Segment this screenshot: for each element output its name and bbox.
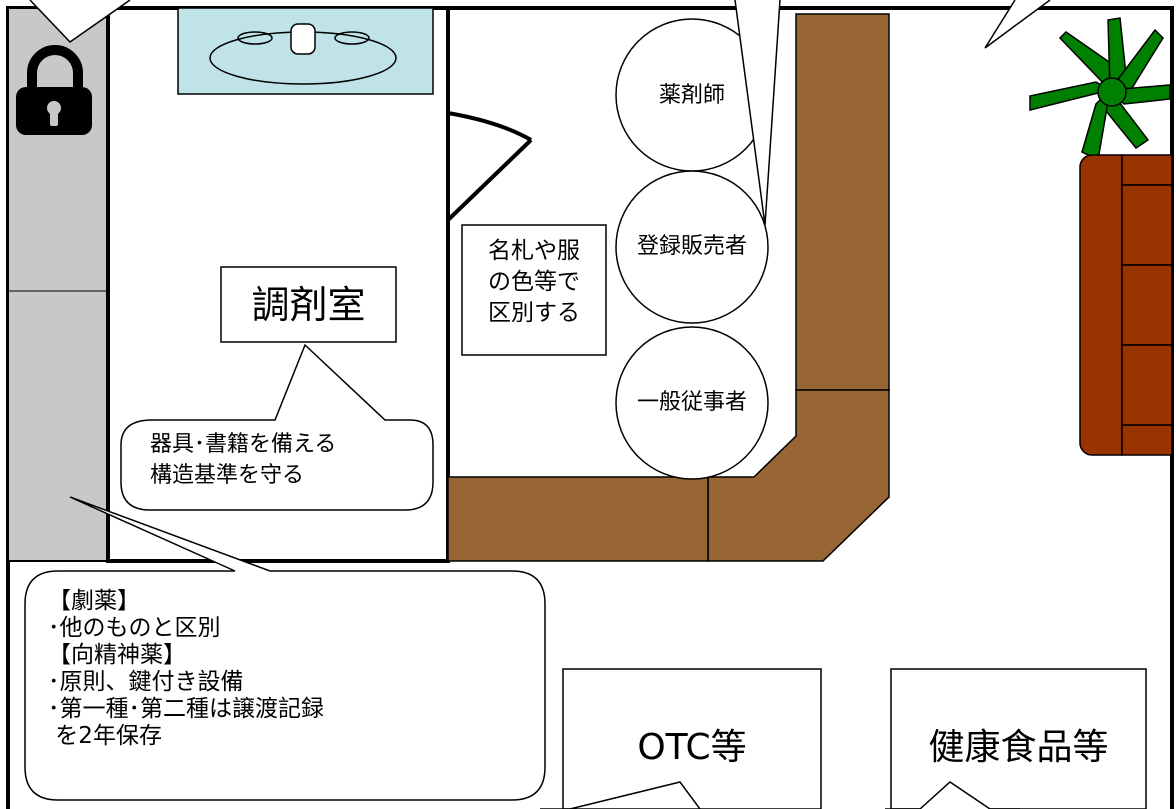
staff-circles: [615, 18, 769, 480]
room-label: 調剤室: [251, 283, 366, 327]
general-staff-label: 一般従事者: [636, 390, 747, 415]
equipment-note: 器具･書籍を備える 構造基準を守る: [150, 432, 337, 488]
general-staff-circle: [615, 326, 769, 480]
storage-callout: [24, 496, 546, 801]
otc-shelf: [562, 668, 822, 809]
staff-note: 名札や服 の色等で 区別する: [488, 238, 580, 327]
lock-icon: [16, 45, 92, 135]
registered-seller-circle: [615, 170, 769, 324]
otc-label: OTC等: [637, 727, 747, 768]
sink-icon: [177, 7, 434, 95]
sofa-icon: [1079, 154, 1173, 456]
health-food-label: 健康食品等: [928, 727, 1109, 768]
top-callout-pointers: [29, 0, 1051, 226]
bottom-callout-pointers: [540, 781, 1020, 809]
plant-icon: [1029, 17, 1171, 162]
storage-note: 【劇薬】 ･他のものと区別 【向精神薬】 ･原則、鍵付き設備 ･第一種･第二種は…: [48, 588, 324, 749]
room-label-box: [220, 266, 397, 343]
door-icon: [446, 111, 533, 222]
staff-note-box: [461, 224, 607, 356]
pharmacist-label: 薬剤師: [658, 83, 725, 108]
counter: [447, 13, 890, 562]
health-food-shelf: [890, 668, 1147, 809]
equipment-callout: [120, 343, 434, 511]
registered-seller-label: 登録販売者: [636, 234, 747, 259]
